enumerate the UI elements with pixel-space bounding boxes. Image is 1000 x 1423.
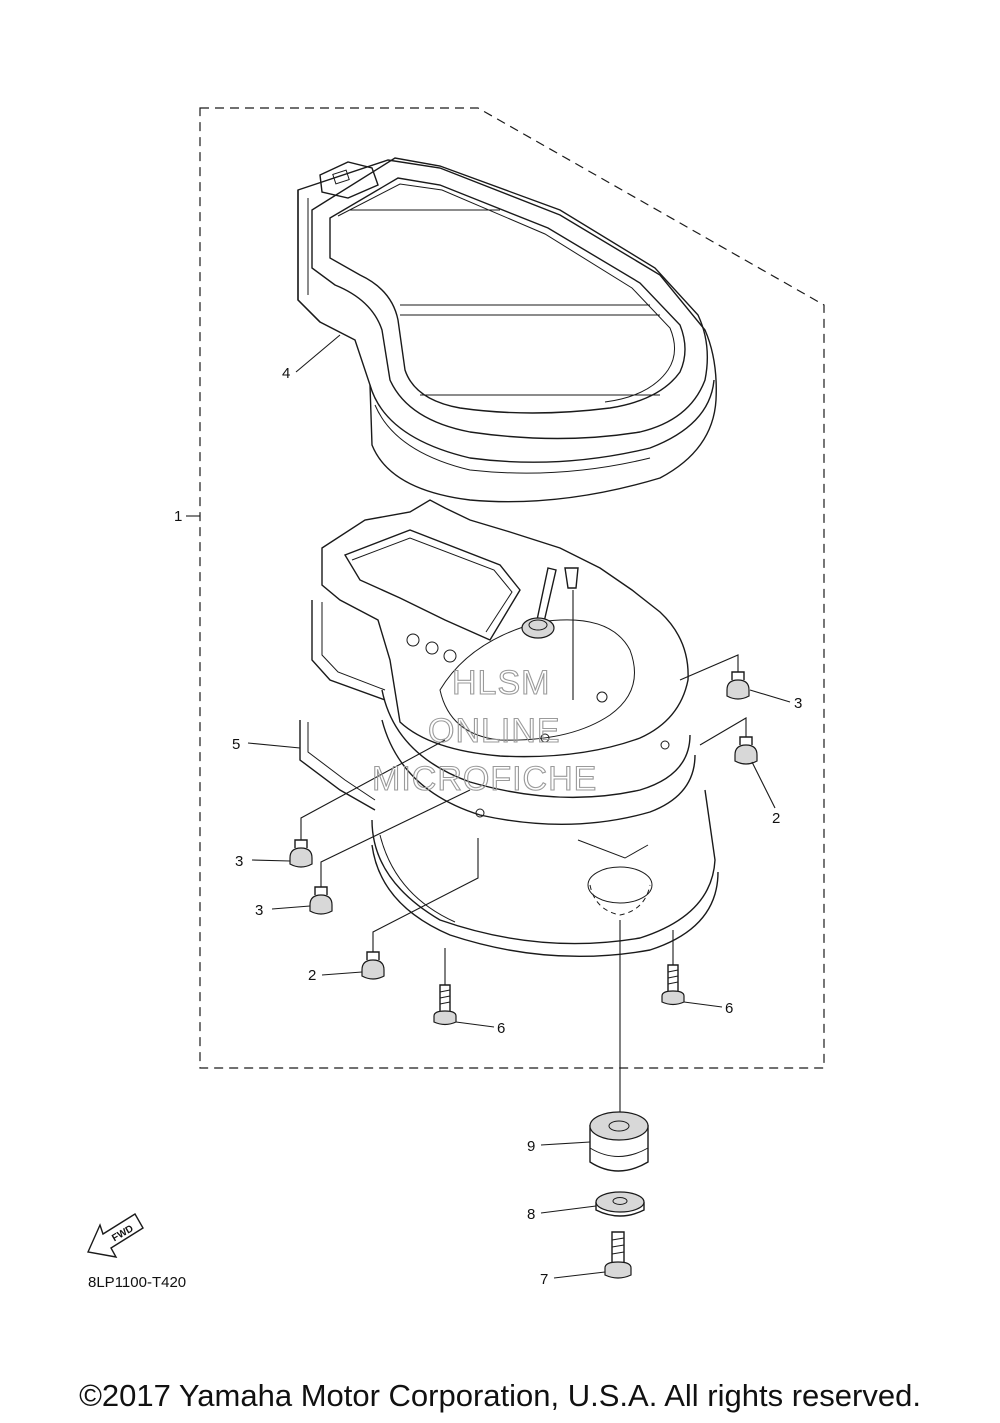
grommet-2-right[interactable]: [734, 736, 758, 765]
callout-4: 4: [282, 365, 290, 382]
grommet-3-left-upper[interactable]: [289, 839, 313, 868]
bolt-7[interactable]: [604, 1231, 632, 1279]
grommet-3-left-lower[interactable]: [309, 886, 333, 915]
screw-6-right[interactable]: [661, 964, 685, 1006]
alignment-lines: [300, 590, 747, 1112]
callout-5: 5: [232, 736, 240, 753]
callout-7: 7: [540, 1271, 548, 1288]
watermark-line-1: HLSM: [452, 664, 550, 702]
watermark-line-2: ONLINE: [428, 712, 561, 750]
callout-6-right: 6: [725, 1000, 733, 1017]
grommet-2-left[interactable]: [361, 951, 385, 980]
drawing-code: 8LP1100-T420: [88, 1274, 186, 1291]
callout-3-left-upper: 3: [235, 853, 243, 870]
callout-2-right: 2: [772, 810, 780, 827]
callout-6-left: 6: [497, 1020, 505, 1037]
assembly-boundary: [199, 107, 825, 1069]
callout-3-right: 3: [794, 695, 802, 712]
meter-cover[interactable]: [297, 157, 717, 503]
damper-9[interactable]: [589, 1111, 649, 1172]
fwd-arrow-icon: FWD: [86, 1213, 144, 1258]
callout-2-left: 2: [308, 967, 316, 984]
callout-8: 8: [527, 1206, 535, 1223]
meter-assembly-diagram: 1 4 5 3 2 3 3 2 6 6 9 8 7 FWD 8LP1100-T4…: [86, 107, 825, 1291]
callout-3-left-lower: 3: [255, 902, 263, 919]
watermark: HLSM ONLINE MICROFICHE: [371, 663, 597, 798]
grommet-3-right[interactable]: [726, 671, 750, 700]
copyright-notice: ©2017 Yamaha Motor Corporation, U.S.A. A…: [79, 1378, 921, 1413]
meter-lower-case[interactable]: [371, 789, 719, 958]
screw-6-left[interactable]: [433, 984, 457, 1026]
watermark-line-3: MICROFICHE: [372, 760, 597, 798]
meter-unit[interactable]: [299, 499, 696, 825]
callout-9: 9: [527, 1138, 535, 1155]
callout-leaders: [186, 334, 791, 1279]
collar-8[interactable]: [595, 1191, 645, 1217]
callout-1: 1: [174, 508, 182, 525]
